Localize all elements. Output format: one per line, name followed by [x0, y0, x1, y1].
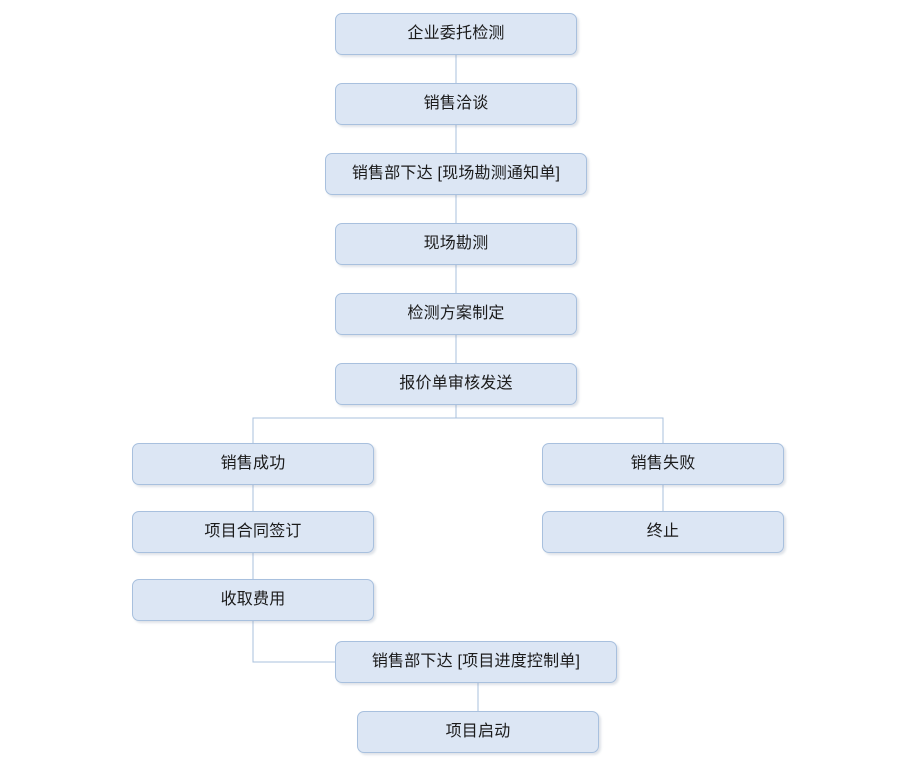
flowchart-node[interactable]: 收取费用: [132, 579, 374, 621]
flowchart-node[interactable]: 项目合同签订: [132, 511, 374, 553]
flowchart-node-label: 销售部下达 [项目进度控制单]: [371, 653, 581, 670]
flowchart-node-label: 检测方案制定: [407, 305, 505, 322]
flowchart-node-label: 销售失败: [630, 455, 696, 472]
flowchart-node-label: 项目启动: [445, 723, 511, 740]
flowchart-node-label: 现场勘测: [423, 235, 489, 252]
flowchart-node-label: 终止: [646, 523, 680, 540]
flowchart-node[interactable]: 检测方案制定: [335, 293, 577, 335]
flowchart-node-label: 销售洽谈: [423, 95, 489, 112]
flowchart-node[interactable]: 销售失败: [542, 443, 784, 485]
flowchart-node-label: 销售部下达 [现场勘测通知单]: [351, 165, 561, 182]
flowchart-edge: [455, 405, 664, 443]
flowchart-node-label: 销售成功: [220, 455, 286, 472]
flowchart-node-label: 收取费用: [220, 591, 286, 608]
flowchart-node[interactable]: 销售部下达 [现场勘测通知单]: [325, 153, 587, 195]
flowchart-edge: [252, 621, 335, 663]
flowchart-node[interactable]: 报价单审核发送: [335, 363, 577, 405]
flowchart-node[interactable]: 销售部下达 [项目进度控制单]: [335, 641, 617, 683]
flowchart-node[interactable]: 销售洽谈: [335, 83, 577, 125]
flowchart-edge: [252, 405, 457, 443]
flowchart-node[interactable]: 企业委托检测: [335, 13, 577, 55]
flowchart-node-label: 报价单审核发送: [399, 375, 513, 392]
flowchart-node-label: 企业委托检测: [407, 25, 505, 42]
flowchart-node[interactable]: 终止: [542, 511, 784, 553]
flowchart-node-label: 项目合同签订: [204, 523, 302, 540]
flowchart-node[interactable]: 现场勘测: [335, 223, 577, 265]
flowchart-node[interactable]: 销售成功: [132, 443, 374, 485]
flowchart-node[interactable]: 项目启动: [357, 711, 599, 753]
